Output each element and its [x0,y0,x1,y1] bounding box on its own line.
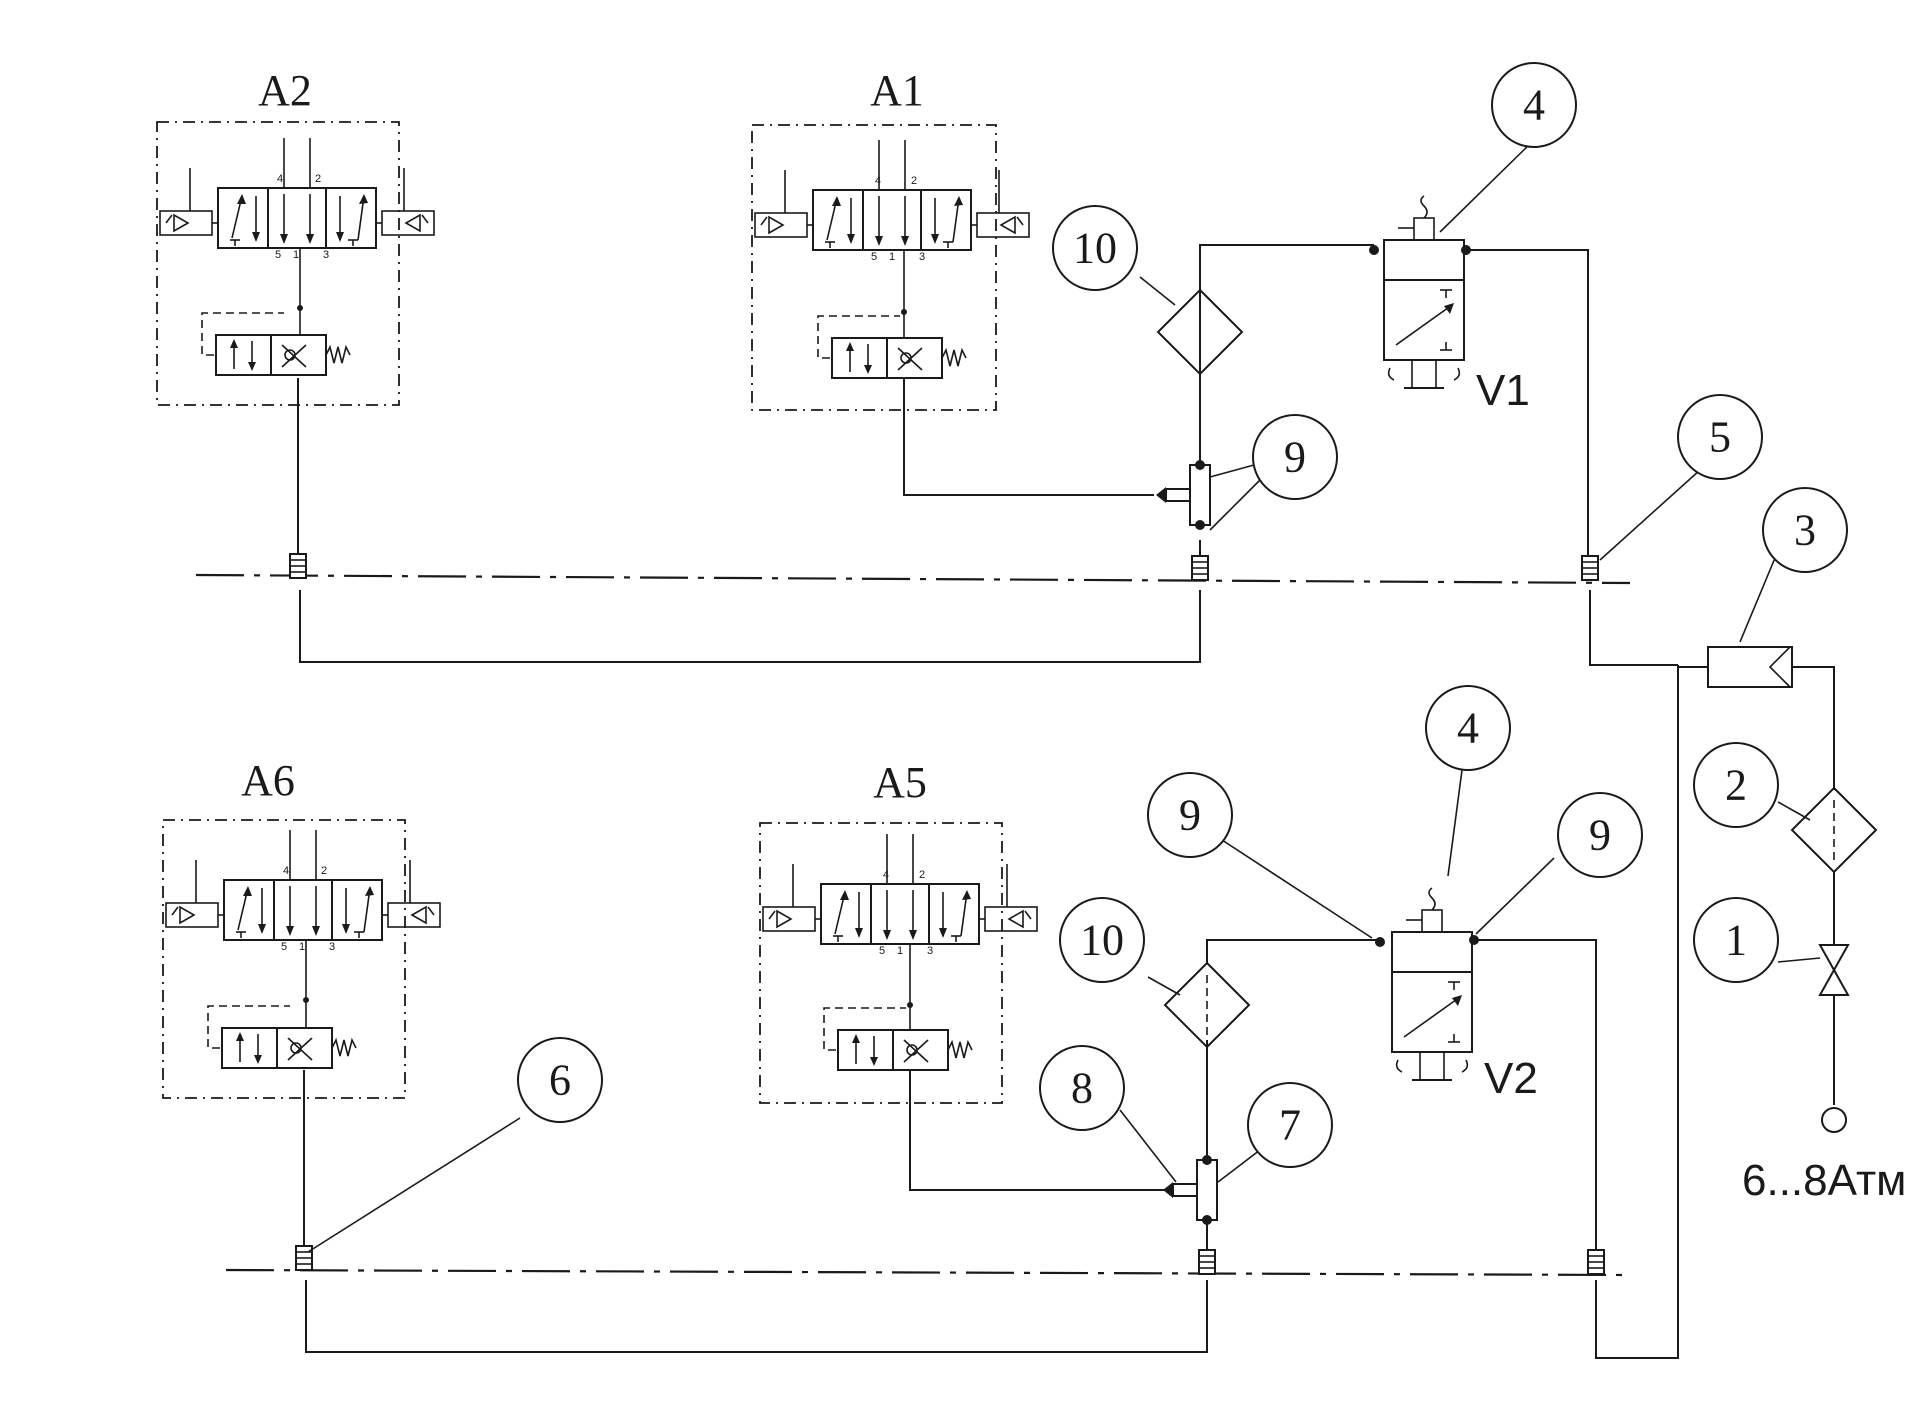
callout-9-bottom-right: 9 [1557,792,1643,878]
svg-text:1: 1 [889,251,895,263]
svg-text:2: 2 [321,865,327,877]
svg-text:4: 4 [875,175,881,187]
svg-text:4: 4 [1457,704,1479,753]
svg-text:9: 9 [1589,811,1611,860]
callout-1: 1 [1693,897,1779,983]
svg-text:3: 3 [329,941,335,953]
callout-5: 5 [1677,394,1763,480]
port-labels: 4 2 5 1 3 4 2 5 1 3 4 2 5 1 3 4 2 5 1 3 [275,173,933,957]
svg-text:4: 4 [277,173,283,185]
supply-pressure-label: 6...8Атм [1742,1156,1906,1205]
svg-text:8: 8 [1071,1064,1093,1113]
callout-8: 8 [1039,1045,1125,1131]
callout-6: 6 [517,1037,603,1123]
callout-3: 3 [1762,487,1848,573]
tee-fitting-lower [1162,1154,1218,1226]
a6-shuttle-valve [207,1005,357,1069]
filter-2 [1791,787,1877,873]
svg-text:3: 3 [919,251,925,263]
svg-text:10: 10 [1080,916,1124,965]
svg-text:9: 9 [1179,791,1201,840]
hand-valve-v2 [1391,887,1473,1081]
a1-directional-valve [754,139,1030,251]
svg-text:2: 2 [1725,761,1747,810]
svg-text:1: 1 [299,941,305,953]
group-a2-label: A2 [258,66,312,115]
svg-text:3: 3 [1794,506,1816,555]
filter-upper [1157,289,1243,375]
a2-shuttle-valve [201,312,351,376]
a2-directional-valve [159,137,435,249]
svg-text:5: 5 [879,945,885,957]
svg-text:3: 3 [323,249,329,261]
svg-text:1: 1 [897,945,903,957]
supply-branch: 6...8Атм [1678,646,1906,1205]
svg-text:1: 1 [293,249,299,261]
group-a1-label: A1 [870,66,924,115]
svg-text:2: 2 [919,869,925,881]
callout-9-bottom-left: 9 [1147,772,1233,858]
svg-text:5: 5 [275,249,281,261]
callout-7: 7 [1247,1082,1333,1168]
group-a2-box [156,121,400,406]
svg-text:3: 3 [927,945,933,957]
a5-shuttle-valve [823,1007,973,1071]
callout-10-top: 10 [1052,205,1138,291]
svg-text:5: 5 [871,251,877,263]
supply-inlet [1821,1107,1847,1133]
valve-v1-label: V1 [1476,366,1530,415]
group-a6-box [162,819,406,1099]
a6-directional-valve [165,829,441,941]
svg-text:1: 1 [1725,916,1747,965]
group-a5-box [759,822,1003,1104]
callout-4-top: 4 [1491,62,1577,148]
callout-4-bottom: 4 [1425,685,1511,771]
hand-valve-v1 [1383,195,1465,389]
upper-manifold-line [195,573,1631,585]
group-a5-label: A5 [873,758,927,807]
callout-2: 2 [1693,742,1779,828]
lower-manifold-line [225,1268,1631,1277]
svg-text:9: 9 [1284,433,1306,482]
callout-10-bottom: 10 [1059,897,1145,983]
callout-9-top: 9 [1252,414,1338,500]
tee-fitting-upper [1155,459,1211,531]
svg-text:4: 4 [1523,81,1545,130]
lubricator-3 [1707,646,1793,688]
shutoff-valve-1 [1818,944,1850,996]
svg-text:5: 5 [281,941,287,953]
svg-text:6: 6 [549,1056,571,1105]
svg-text:10: 10 [1073,224,1117,273]
svg-text:4: 4 [883,869,889,881]
svg-text:7: 7 [1279,1101,1301,1150]
lower-circuit: A6 A5 V2 [162,665,1679,1359]
a1-shuttle-valve [817,315,967,379]
callouts: 4 10 9 5 3 2 1 4 [307,62,1848,1253]
svg-text:2: 2 [315,173,321,185]
filter-lower [1164,962,1250,1048]
svg-text:5: 5 [1709,413,1731,462]
upper-circuit: A2 A1 V1 [156,66,1678,666]
a5-directional-valve [762,833,1038,945]
group-a6-label: A6 [241,756,295,805]
group-a1-box [751,124,997,411]
svg-text:2: 2 [911,175,917,187]
valve-v2-label: V2 [1484,1054,1538,1103]
svg-text:4: 4 [283,865,289,877]
